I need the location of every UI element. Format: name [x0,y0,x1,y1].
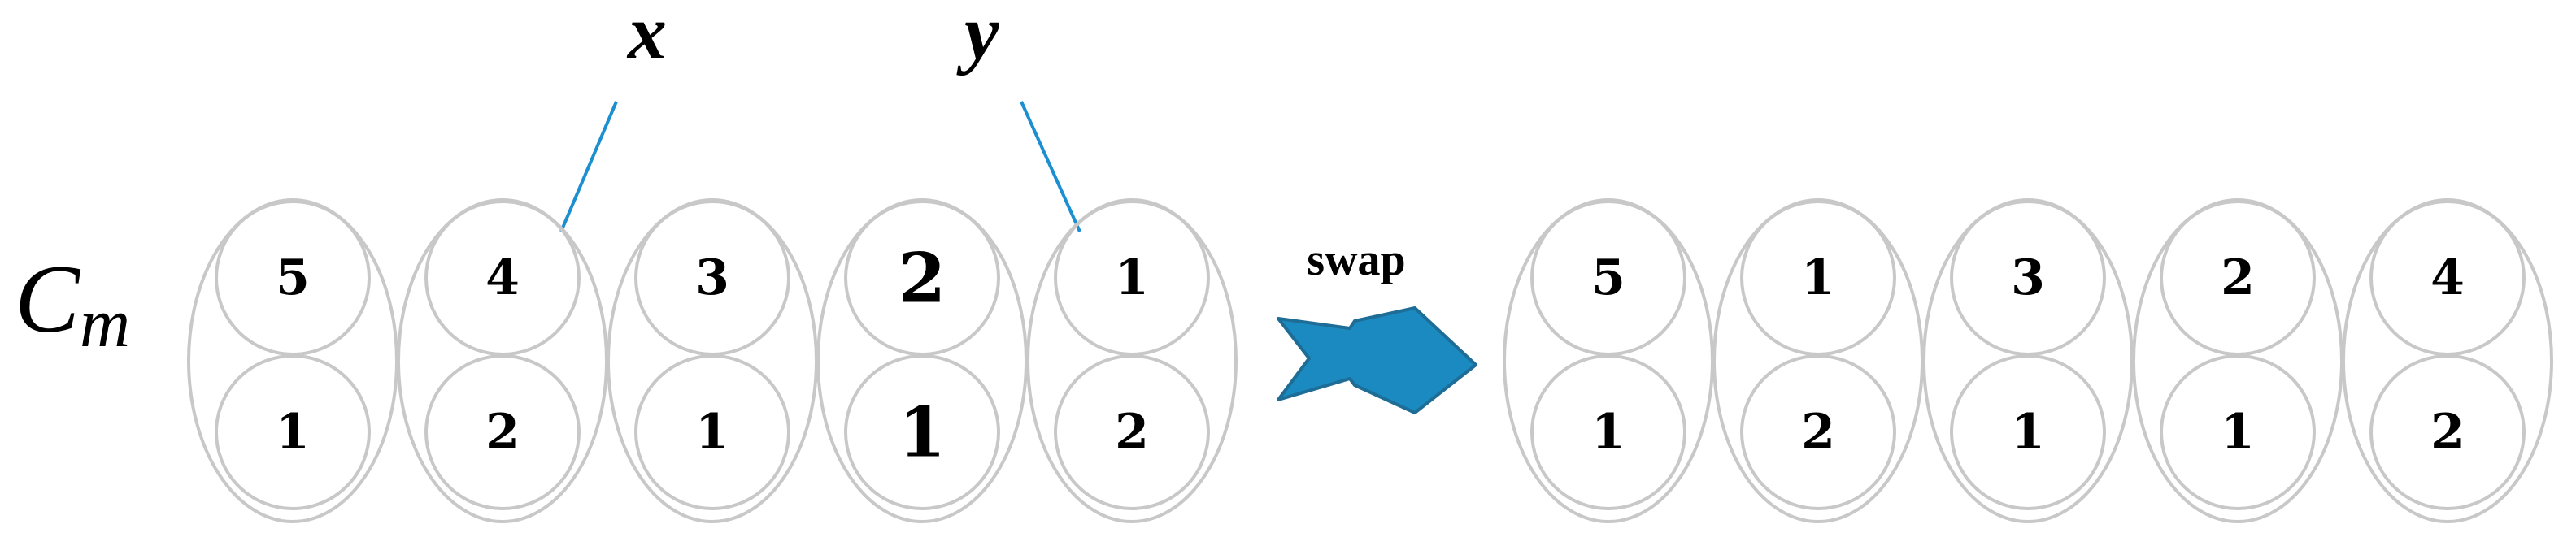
group-outline [1922,198,2134,523]
group-outline [397,198,608,523]
before-group-5: 12 [1026,198,1238,523]
group-outline [2342,198,2553,523]
group-outline [1026,198,1238,523]
bottom-node [2160,354,2316,510]
top-node-value: 1 [1115,249,1149,306]
swap-arrow-icon [1277,306,1477,414]
bottom-node [634,354,790,510]
top-node-value: 3 [695,249,729,306]
bottom-node [424,354,581,510]
y-label: y [956,0,999,76]
x-pointer-line [559,101,618,232]
bottom-node-value: 2 [2430,404,2465,461]
row-label-subscript: m [80,284,130,362]
bottom-node [1054,354,1210,510]
swap-label: swap [1307,235,1405,285]
group-outline [607,198,818,523]
bottom-node-value: 1 [2221,404,2255,461]
bottom-node [2369,354,2526,510]
top-node-value: 5 [276,249,310,306]
row-label-main: C [15,245,81,353]
bottom-node [215,354,371,510]
after-group-2: 12 [1712,198,1924,523]
group-outline [2132,198,2343,523]
top-node-value: 1 [1801,249,1835,306]
top-node-value: 2 [2221,249,2255,306]
bottom-node-value: 2 [485,404,520,461]
bottom-node [844,354,1000,510]
bottom-node-value: 1 [695,404,729,461]
group-outline [1712,198,1924,523]
before-group-2: 42 [397,198,608,523]
top-node-value: 4 [485,249,520,306]
after-group-4: 21 [2132,198,2343,523]
bottom-node-value: 1 [276,404,310,461]
top-node-value: 3 [2011,249,2045,306]
before-group-3: 31 [607,198,818,523]
before-group-4: 21 [816,198,1028,523]
group-outline [187,198,398,523]
top-node-value: 5 [1591,249,1625,306]
x-label: x [626,0,667,76]
bottom-node-value: 1 [1591,404,1625,461]
bottom-node-value: 2 [1801,404,1835,461]
group-outline [1503,198,1714,523]
bottom-node [1530,354,1686,510]
bottom-node [1740,354,1896,510]
after-group-5: 42 [2342,198,2553,523]
bottom-node-value: 1 [899,392,946,473]
y-pointer-line [1020,101,1081,232]
bottom-node-value: 1 [2011,404,2045,461]
after-group-3: 31 [1922,198,2134,523]
row-label: Cm [15,245,130,362]
before-group-1: 51 [187,198,398,523]
bottom-node [1950,354,2106,510]
bottom-node-value: 2 [1115,404,1149,461]
top-node-value: 2 [899,238,946,318]
top-node-value: 4 [2430,249,2465,306]
after-group-1: 51 [1503,198,1714,523]
